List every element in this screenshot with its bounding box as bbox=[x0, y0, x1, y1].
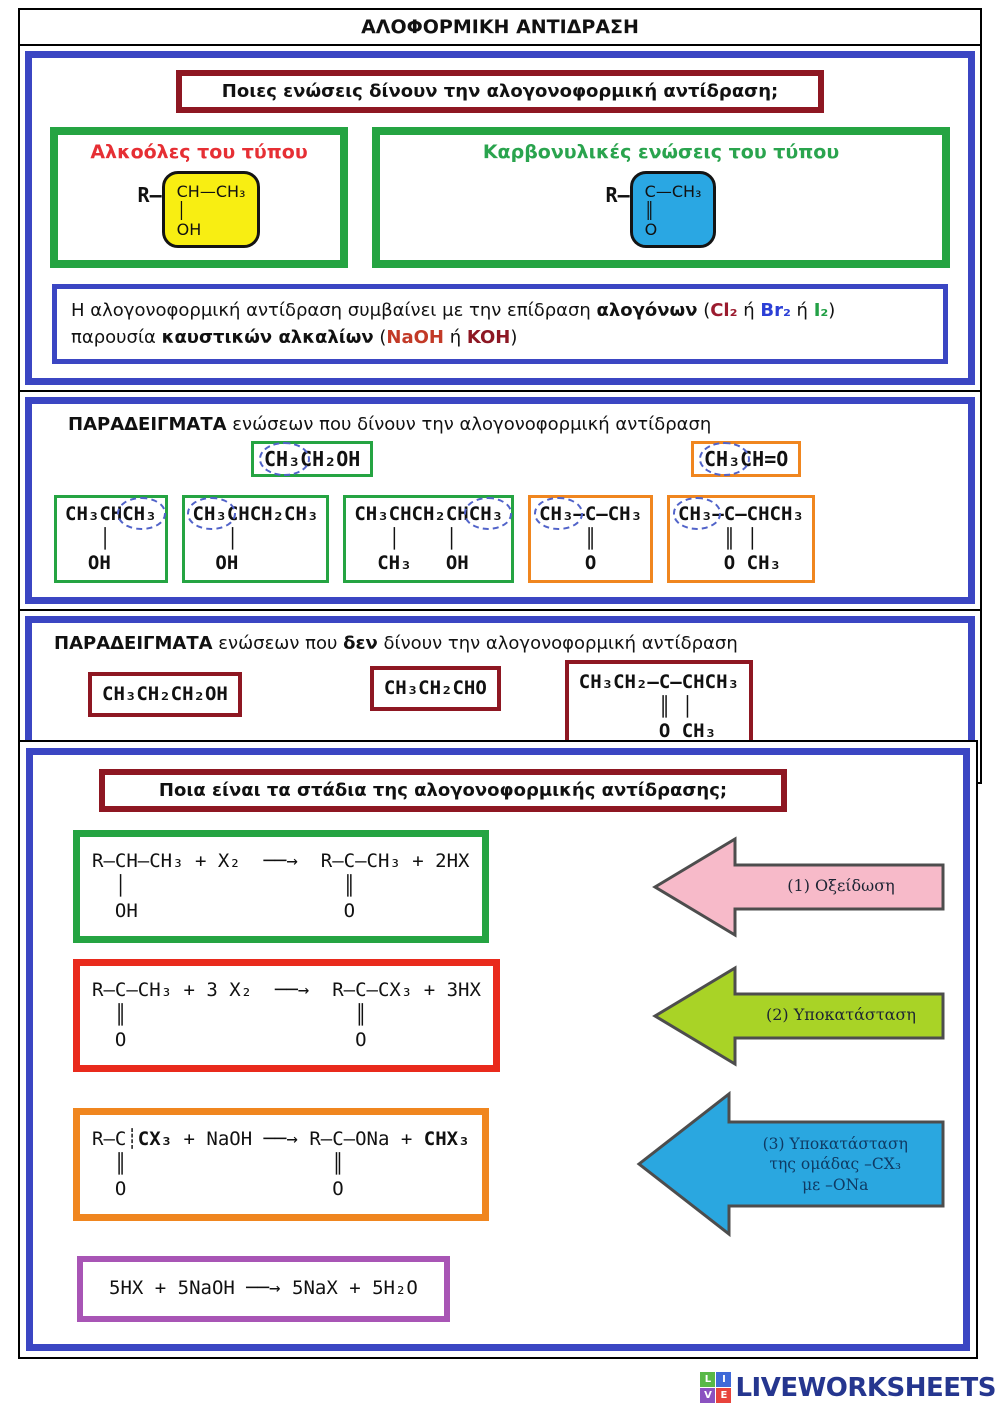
r-group-label: R— bbox=[137, 183, 162, 207]
logo-tile-e: E bbox=[716, 1388, 732, 1403]
example-formula: CH₃CHCH₂CHCH₃ │ │ CH₃ OH bbox=[354, 503, 504, 575]
reaction-box-cleavage: R—C┊CX₃ + NaOH ──→ R—C—ONa + CHX₃ ║ ║ O … bbox=[73, 1107, 489, 1222]
carbonyls-box: Καρβονυλικές ενώσεις του τύπου R— C—CH₃ … bbox=[372, 127, 950, 268]
examples-top-row: CH₃CH₂OH CH₃CH=O bbox=[46, 439, 954, 487]
question-box-stages: Ποια είναι τα στάδια της αλογονοφορμικής… bbox=[99, 769, 787, 812]
section-examples-positive: ΠΑΡΑΔΕΙΓΜΑΤΑ ενώσεων που δίνουν την αλογ… bbox=[25, 397, 975, 605]
example-propanal: CH₃CH₂CHO bbox=[369, 666, 501, 711]
stage-label-line: με –ONa bbox=[802, 1175, 869, 1194]
logo-text: LIVEWORKSHEETS bbox=[735, 1372, 996, 1403]
reaction-box-neutralization: 5HX + 5NaOH ──→ 5NaX + 5H₂O bbox=[77, 1256, 450, 1322]
section-compounds-wrap: Ποιες ενώσεις δίνουν την αλογονοφορμική … bbox=[20, 46, 980, 392]
stage-row-4: 5HX + 5NaOH ──→ 5NaX + 5H₂O bbox=[73, 1256, 951, 1322]
stage-label-line: (2) Υποκατάσταση bbox=[765, 1005, 916, 1025]
example-methyl-pentanol: CH₃CHCH₂CHCH₃ │ │ CH₃ OH bbox=[343, 495, 515, 584]
example-2-butanol: CH₃CHCH₂CH₃ │ OH bbox=[181, 495, 330, 584]
worksheet-upper: ΑΛΟΦΟΡΜΙΚΗ ΑΝΤΙΔΡΑΣΗ Ποιες ενώσεις δίνου… bbox=[18, 8, 982, 785]
reaction-formula: R—C—CH₃ + 3 X₂ ──→ R—C—CX₃ + 3HX ║ ║ O O bbox=[92, 979, 481, 1052]
logo-tile-i: I bbox=[716, 1372, 732, 1387]
example-methyl-pentanone: CH₃CH₂—C—CHCH₃ ║ │ O CH₃ bbox=[564, 660, 753, 755]
stage-label-line: (3) Υποκατάσταση bbox=[762, 1135, 908, 1154]
example-formula: CH₃CHCH₂CH₃ │ OH bbox=[192, 503, 319, 575]
question-box-compounds: Ποιες ενώσεις δίνουν την αλογονοφορμική … bbox=[176, 70, 824, 113]
example-formula: CH₃CH₂CH₂OH bbox=[102, 683, 228, 706]
left-block-arrow-icon bbox=[636, 1091, 945, 1238]
reaction-formula: R—CH—CH₃ + X₂ ──→ R—C—CH₃ + 2HX │ ║ OH O bbox=[92, 850, 470, 923]
carbonyl-formula-highlight: C—CH₃ ║ O bbox=[629, 171, 717, 248]
stage-arrow-2: (2) Υποκατάσταση bbox=[649, 960, 949, 1072]
page-title: ΑΛΟΦΟΡΜΙΚΗ ΑΝΤΙΔΡΑΣΗ bbox=[20, 10, 980, 46]
stage-label-line: της ομάδας –CX₃ bbox=[769, 1155, 902, 1174]
alcohol-structure: R— CH—CH₃ │ OH bbox=[68, 171, 330, 248]
stage-row-2: R—C—CH₃ + 3 X₂ ──→ R—C—CX₃ + 3HX ║ ║ O O… bbox=[73, 959, 951, 1073]
section-examples-positive-wrap: ΠΑΡΑΔΕΙΓΜΑΤΑ ενώσεων που δίνουν την αλογ… bbox=[20, 392, 980, 612]
example-formula: CH₃CHCH₃ │ OH bbox=[65, 503, 157, 575]
reaction-formula: 5HX + 5NaOH ──→ 5NaX + 5H₂O bbox=[109, 1277, 418, 1300]
negative-examples-row: CH₃CH₂CH₂OH CH₃CH₂CHO CH₃CH₂—C—CHCH₃ ║ │… bbox=[46, 660, 954, 755]
stage-3-label: (3) Υποκατάσταση της ομάδας –CX₃ με –ONa bbox=[731, 1088, 940, 1240]
halogen-note: Η αλογονοφορμική αντίδραση συμβαίνει με … bbox=[52, 284, 948, 364]
worksheet-stages: Ποια είναι τα στάδια της αλογονοφορμικής… bbox=[18, 740, 978, 1359]
example-methyl-butanone: CH₃—C—CHCH₃ ║ │ O CH₃ bbox=[667, 495, 815, 584]
carbonyl-structure: R— C—CH₃ ║ O bbox=[390, 171, 932, 248]
example-acetone: CH₃—C—CH₃ ║ O bbox=[528, 495, 654, 584]
alcohol-formula-highlight: CH—CH₃ │ OH bbox=[161, 171, 261, 248]
compound-types-row: Αλκοόλες του τύπου R— CH—CH₃ │ OH Καρβον… bbox=[50, 127, 950, 268]
example-formula: CH₃—C—CHCH₃ ║ │ O CH₃ bbox=[678, 503, 804, 575]
section-stages: Ποια είναι τα στάδια της αλογονοφορμικής… bbox=[26, 748, 970, 1351]
example-formula: CH₃CH=O bbox=[704, 447, 789, 471]
example-formula: CH₃—C—CH₃ ║ O bbox=[539, 503, 643, 575]
carbonyls-heading: Καρβονυλικές ενώσεις του τύπου bbox=[482, 141, 840, 163]
example-1-propanol: CH₃CH₂CH₂OH bbox=[88, 672, 242, 717]
examples-negative-heading: ΠΑΡΑΔΕΙΓΜΑΤΑ ενώσεων που δεν δίνουν την … bbox=[54, 633, 738, 655]
examples-bottom-row: CH₃CHCH₃ │ OH CH₃CHCH₂CH₃ │ OH CH₃CHCH₂C… bbox=[54, 495, 954, 584]
r-group-label: R— bbox=[605, 183, 630, 207]
stage-2-label: (2) Υποκατάσταση bbox=[742, 960, 940, 1072]
stage-arrow-1: (1) Οξείδωση bbox=[649, 831, 949, 943]
example-acetaldehyde: CH₃CH=O bbox=[691, 441, 802, 477]
reaction-box-substitution: R—C—CH₃ + 3 X₂ ──→ R—C—CX₃ + 3HX ║ ║ O O bbox=[73, 959, 500, 1073]
example-formula: CH₃CH₂OH bbox=[264, 447, 361, 471]
alcohols-heading: Αλκοόλες του τύπου bbox=[90, 141, 308, 163]
example-ethanol: CH₃CH₂OH bbox=[251, 441, 374, 477]
alcohols-box: Αλκοόλες του τύπου R— CH—CH₃ │ OH bbox=[50, 127, 348, 268]
left-block-arrow-icon bbox=[652, 965, 945, 1067]
reaction-box-oxidation: R—CH—CH₃ + X₂ ──→ R—C—CH₃ + 2HX │ ║ OH O bbox=[73, 830, 489, 944]
liveworksheets-icon: L I V E bbox=[700, 1372, 732, 1403]
examples-positive-heading: ΠΑΡΑΔΕΙΓΜΑΤΑ ενώσεων που δίνουν την αλογ… bbox=[68, 414, 712, 435]
liveworksheets-logo[interactable]: L I V E LIVEWORKSHEETS bbox=[700, 1372, 996, 1403]
logo-tile-v: V bbox=[700, 1388, 716, 1403]
example-2-propanol: CH₃CHCH₃ │ OH bbox=[54, 495, 168, 584]
stage-row-3: R—C┊CX₃ + NaOH ──→ R—C—ONa + CHX₃ ║ ║ O … bbox=[73, 1088, 951, 1240]
stage-arrow-3: (3) Υποκατάσταση της ομάδας –CX₃ με –ONa bbox=[633, 1088, 949, 1240]
stage-label-line: (1) Οξείδωση bbox=[787, 876, 895, 896]
stage-1-label: (1) Οξείδωση bbox=[742, 831, 940, 943]
logo-tile-l: L bbox=[700, 1372, 716, 1387]
section-compounds: Ποιες ενώσεις δίνουν την αλογονοφορμική … bbox=[25, 51, 975, 385]
example-formula: CH₃CH₂—C—CHCH₃ ║ │ O CH₃ bbox=[578, 671, 739, 743]
reaction-formula: R—C┊CX₃ + NaOH ──→ R—C—ONa + CHX₃ ║ ║ O … bbox=[92, 1127, 470, 1200]
example-formula: CH₃CH₂CHO bbox=[383, 677, 487, 700]
left-block-arrow-icon bbox=[652, 835, 945, 938]
stage-row-1: R—CH—CH₃ + X₂ ──→ R—C—CH₃ + 2HX │ ║ OH O… bbox=[73, 830, 951, 944]
